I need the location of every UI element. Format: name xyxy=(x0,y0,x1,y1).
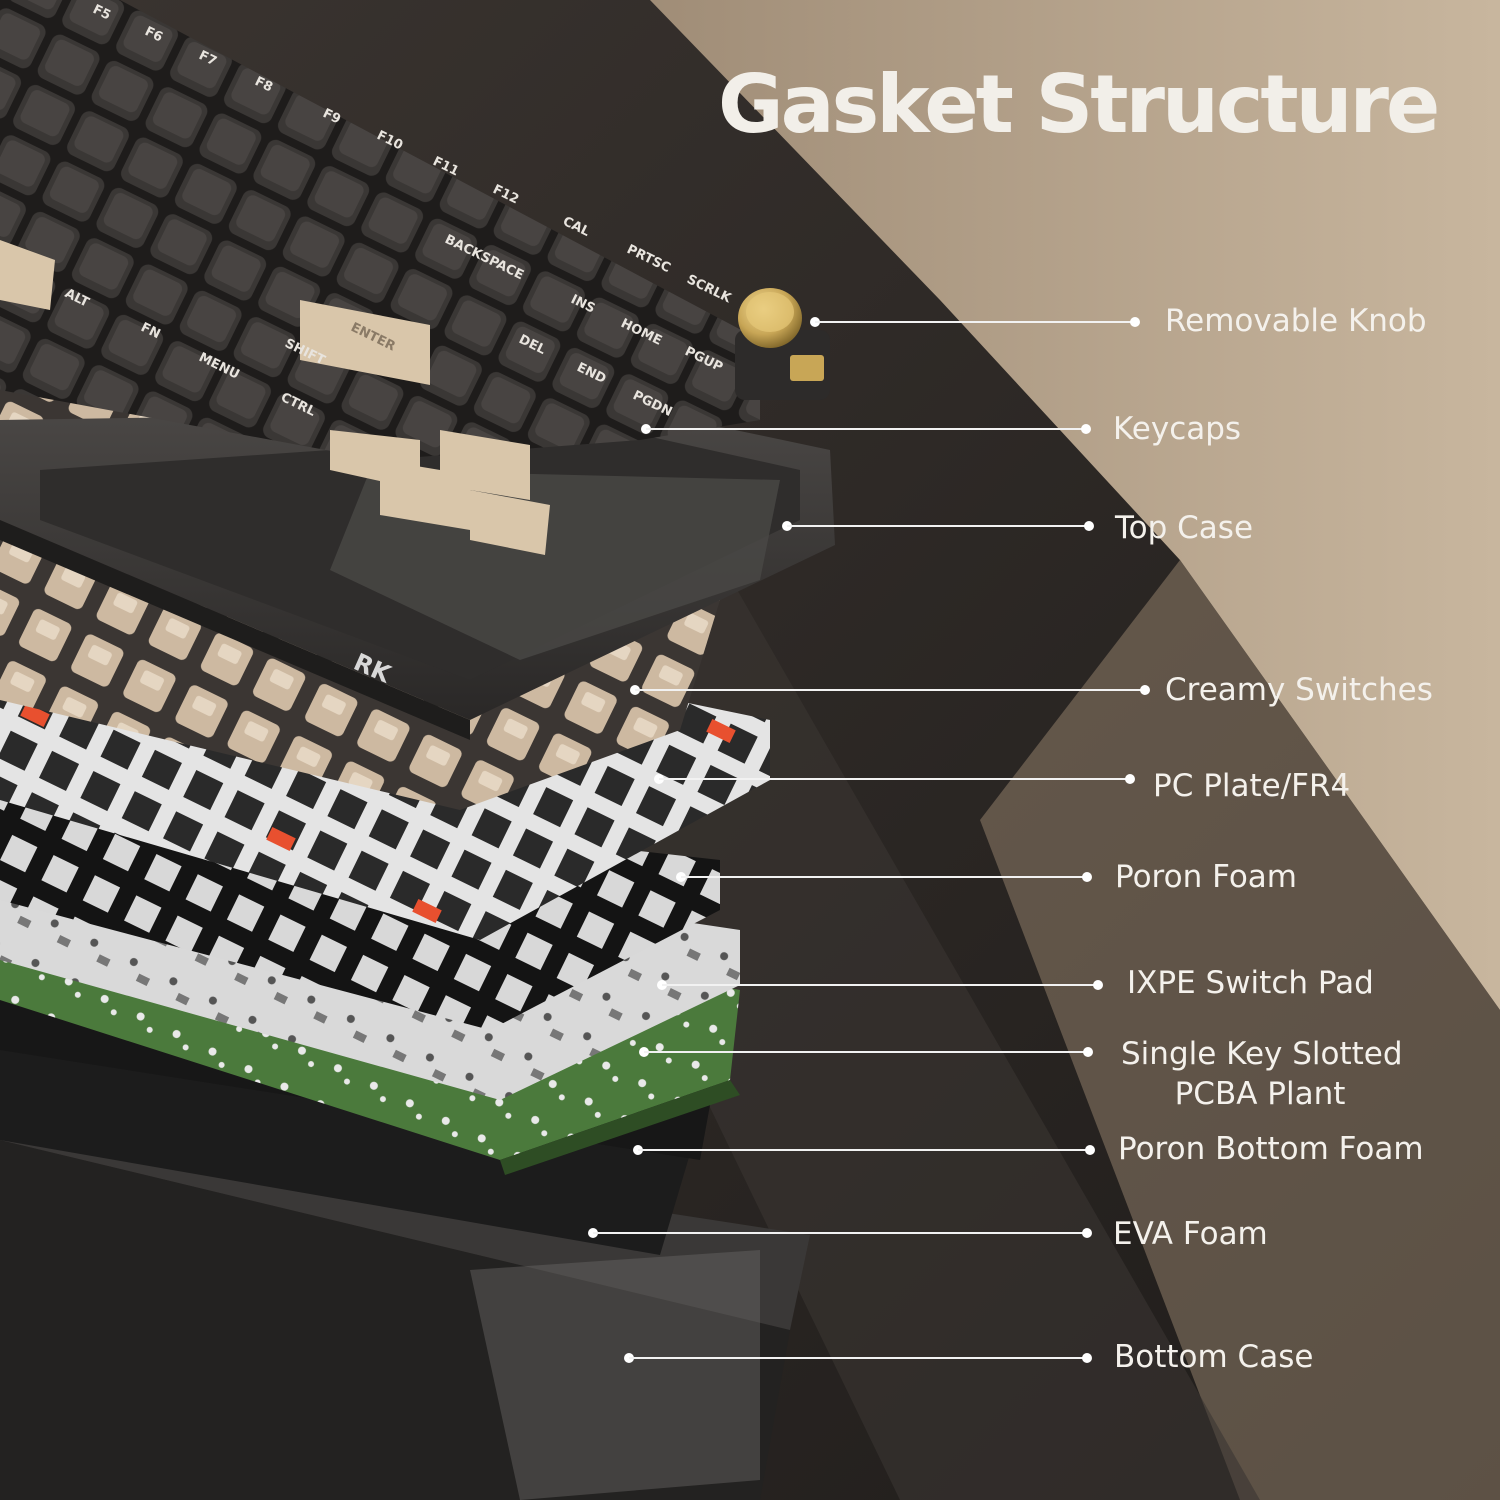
svg-text:F8: F8 xyxy=(252,74,275,95)
poron-bottom-leader-end-dot xyxy=(1085,1145,1095,1155)
eva-leader-line xyxy=(593,1232,1087,1234)
ixpe-leader-line xyxy=(662,984,1098,986)
label-poron-foam: Poron Foam xyxy=(1115,859,1297,895)
label-pcba: Single Key Slotted PCBA Plant xyxy=(1121,1034,1403,1114)
top-case-leader-end-dot xyxy=(1084,521,1094,531)
ixpe-leader-end-dot xyxy=(1093,980,1103,990)
poron-leader-line xyxy=(681,876,1087,878)
top-case-leader-line xyxy=(787,525,1089,527)
switches-leader-end-dot xyxy=(1140,685,1150,695)
svg-text:F6: F6 xyxy=(142,24,165,45)
label-bottom-case: Bottom Case xyxy=(1114,1339,1314,1375)
label-poron-bottom-foam: Poron Bottom Foam xyxy=(1118,1131,1424,1167)
keycaps-leader-line xyxy=(646,428,1086,430)
label-creamy-switches: Creamy Switches xyxy=(1165,672,1433,708)
label-pcba-line2: PCBA Plant xyxy=(1174,1076,1346,1112)
label-top-case: Top Case xyxy=(1115,510,1254,546)
switches-leader-line xyxy=(635,689,1145,691)
eva-leader-end-dot xyxy=(1082,1228,1092,1238)
pcba-leader-line xyxy=(644,1051,1088,1053)
svg-text:F9: F9 xyxy=(320,106,343,127)
svg-text:F7: F7 xyxy=(196,48,219,69)
svg-text:F5: F5 xyxy=(90,2,113,23)
keycaps-leader-end-dot xyxy=(1081,424,1091,434)
label-removable-knob: Removable Knob xyxy=(1165,303,1427,339)
label-ixpe-switch-pad: IXPE Switch Pad xyxy=(1127,965,1374,1001)
plate-leader-line xyxy=(659,778,1129,780)
page-title: Gasket Structure xyxy=(718,58,1440,151)
pcba-leader-end-dot xyxy=(1083,1047,1093,1057)
removable-knob xyxy=(735,288,830,400)
plate-leader-end-dot xyxy=(1125,774,1135,784)
poron-bottom-leader-line xyxy=(638,1149,1090,1151)
poron-leader-end-dot xyxy=(1082,872,1092,882)
label-eva-foam: EVA Foam xyxy=(1113,1216,1268,1252)
bottom-case-leader-line xyxy=(629,1357,1087,1359)
label-pc-plate: PC Plate/FR4 xyxy=(1153,768,1351,804)
label-keycaps: Keycaps xyxy=(1113,411,1242,447)
bottom-case-leader-end-dot xyxy=(1082,1353,1092,1363)
keycaps-layer: F5 F6 F7 F8 F9 F10 F11 F12 CAL BACKSPACE… xyxy=(0,0,760,555)
knob-leader-line xyxy=(815,321,1135,323)
knob-leader-end-dot xyxy=(1130,317,1140,327)
label-pcba-line1: Single Key Slotted xyxy=(1121,1036,1403,1072)
